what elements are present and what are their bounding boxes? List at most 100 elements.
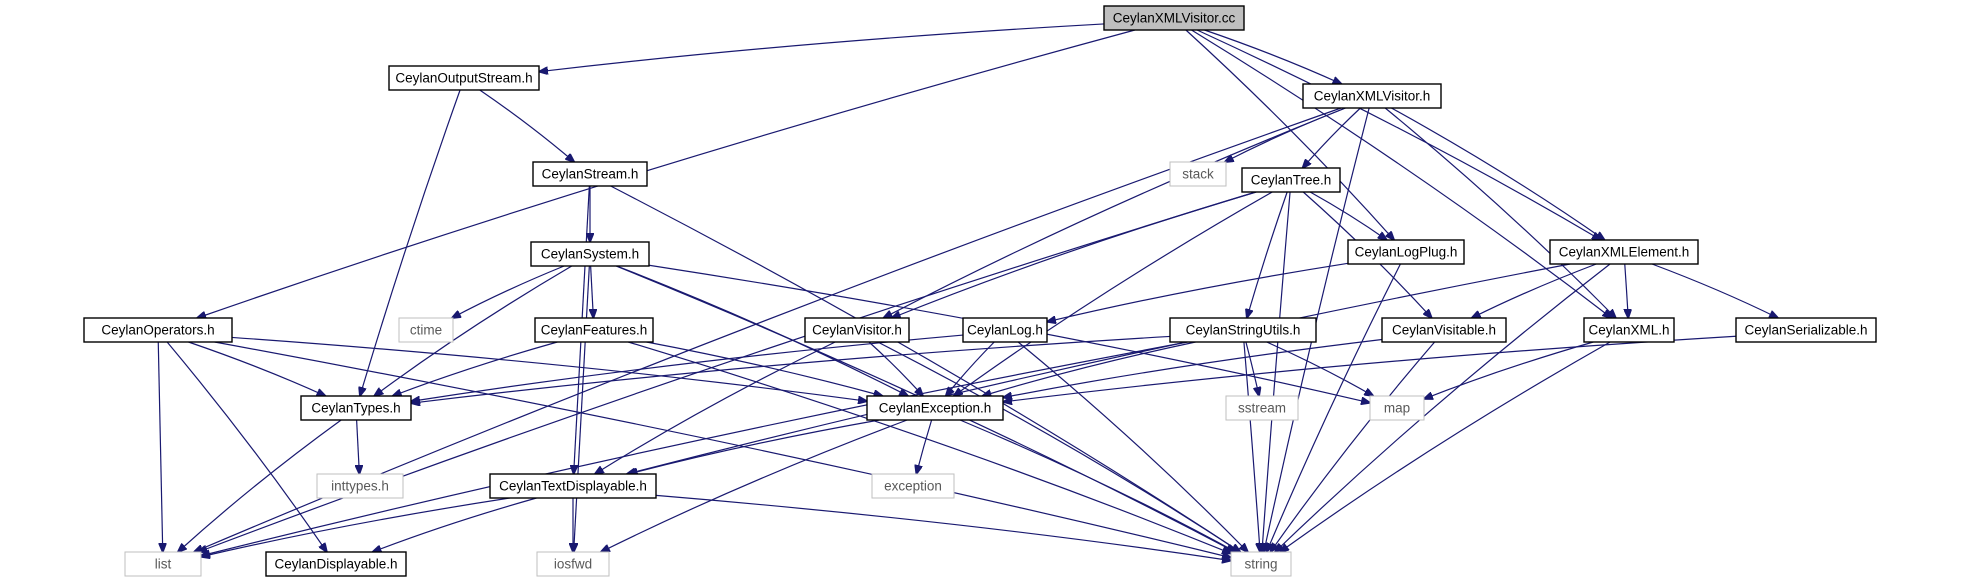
node-root[interactable]: CeylanXMLVisitor.cc — [1103, 5, 1245, 31]
edge-visitor-to-string — [877, 341, 1241, 552]
node-label-ctime: ctime — [410, 323, 442, 338]
edge-log-to-exception — [946, 341, 995, 396]
edge-xml-to-string — [1280, 341, 1611, 552]
edge-root-to-xmlelement — [1196, 29, 1601, 240]
edge-exception-to-iosfwd — [601, 419, 908, 552]
node-displayable[interactable]: CeylanDisplayable.h — [265, 551, 407, 577]
node-types[interactable]: CeylanTypes.h — [300, 395, 412, 421]
node-operators[interactable]: CeylanOperators.h — [83, 317, 233, 343]
node-inttypes: inttypes.h — [316, 473, 404, 499]
node-label-exception: CeylanException.h — [879, 401, 992, 416]
node-box-visitable — [1381, 317, 1507, 343]
node-label-visitor: CeylanVisitor.h — [812, 323, 902, 338]
node-tree[interactable]: CeylanTree.h — [1241, 167, 1341, 193]
edge-features-to-exception — [646, 341, 882, 396]
node-label-sstream: sstream — [1238, 401, 1286, 416]
edge-visitor-to-exception — [868, 341, 923, 396]
node-outputstream[interactable]: CeylanOutputStream.h — [388, 65, 540, 91]
edge-operators-to-types — [188, 341, 325, 396]
edge-visitor-to-textdisplayable — [595, 341, 836, 474]
node-stringutils[interactable]: CeylanStringUtils.h — [1169, 317, 1317, 343]
node-layer: CeylanXMLVisitor.ccCeylanOutputStream.hC… — [83, 5, 1877, 577]
node-box-xmlelement — [1549, 239, 1699, 265]
node-exception[interactable]: CeylanException.h — [866, 395, 1004, 421]
edge-xmlelement-to-string — [1275, 263, 1611, 552]
node-logplug[interactable]: CeylanLogPlug.h — [1347, 239, 1465, 265]
node-label-list: list — [155, 557, 172, 572]
node-serializable[interactable]: CeylanSerializable.h — [1735, 317, 1877, 343]
edge-log-to-types — [411, 334, 964, 401]
edge-xmlelement-to-textdisplayable — [627, 263, 1571, 474]
node-box-stream — [532, 161, 648, 187]
node-label-string: string — [1244, 557, 1277, 572]
edge-stream-to-string — [610, 185, 1241, 552]
edge-system-to-features — [591, 265, 594, 318]
edge-tree-to-exception — [954, 191, 1273, 396]
node-box-stack — [1169, 161, 1227, 187]
edge-log-to-string — [1017, 341, 1248, 552]
edge-root-to-xml — [1191, 29, 1612, 318]
edge-xmlelement-to-serializable — [1651, 263, 1778, 318]
node-ctime: ctime — [398, 317, 454, 343]
node-label-exceptionstd: exception — [884, 479, 942, 494]
edge-xmlelement-to-visitable — [1472, 263, 1597, 318]
edge-types-to-list — [178, 419, 342, 552]
node-label-inttypes: inttypes.h — [331, 479, 389, 494]
node-features[interactable]: CeylanFeatures.h — [534, 317, 654, 343]
node-xmlelement[interactable]: CeylanXMLElement.h — [1549, 239, 1699, 265]
node-string: string — [1230, 551, 1292, 577]
edge-visitable-to-string — [1270, 341, 1436, 552]
node-list: list — [124, 551, 202, 577]
node-label-map: map — [1384, 401, 1410, 416]
edge-serializable-to-exception — [1003, 335, 1737, 402]
node-label-log: CeylanLog.h — [967, 323, 1043, 338]
edge-xmlelement-to-xml — [1625, 263, 1628, 318]
node-box-stringutils — [1169, 317, 1317, 343]
node-box-exceptionstd — [871, 473, 955, 499]
node-box-root — [1103, 5, 1245, 31]
edge-system-to-ctime — [452, 265, 565, 318]
node-textdisplayable[interactable]: CeylanTextDisplayable.h — [489, 473, 657, 499]
node-box-xmlvisitor — [1302, 83, 1442, 109]
node-box-features — [534, 317, 654, 343]
node-box-outputstream — [388, 65, 540, 91]
node-box-ctime — [398, 317, 454, 343]
node-visitable[interactable]: CeylanVisitable.h — [1381, 317, 1507, 343]
edge-system-to-iosfwd — [574, 265, 590, 552]
node-xmlvisitor[interactable]: CeylanXMLVisitor.h — [1302, 83, 1442, 109]
edge-tree-to-visitor — [892, 191, 1257, 318]
node-system[interactable]: CeylanSystem.h — [530, 241, 650, 267]
node-visitor[interactable]: CeylanVisitor.h — [804, 317, 910, 343]
node-box-operators — [83, 317, 233, 343]
node-box-displayable — [265, 551, 407, 577]
node-label-features: CeylanFeatures.h — [541, 323, 648, 338]
node-iosfwd: iosfwd — [536, 551, 610, 577]
node-box-map — [1369, 395, 1425, 421]
node-label-xmlvisitor: CeylanXMLVisitor.h — [1314, 89, 1431, 104]
node-stream[interactable]: CeylanStream.h — [532, 161, 648, 187]
edge-types-to-inttypes — [357, 419, 360, 474]
edge-system-to-types — [374, 265, 573, 396]
edge-xmlvisitor-to-tree — [1303, 107, 1361, 168]
node-box-list — [124, 551, 202, 577]
edge-root-to-logplug — [1185, 29, 1394, 240]
edge-operators-to-displayable — [166, 341, 327, 552]
node-box-system — [530, 241, 650, 267]
node-stack: stack — [1169, 161, 1227, 187]
node-xml[interactable]: CeylanXML.h — [1583, 317, 1675, 343]
node-label-stack: stack — [1182, 167, 1214, 182]
node-map: map — [1369, 395, 1425, 421]
edge-xmlvisitor-to-visitor — [883, 107, 1346, 318]
edge-tree-to-logplug — [1309, 191, 1387, 240]
edge-xmlvisitor-to-xmlelement — [1391, 107, 1604, 240]
node-box-string — [1230, 551, 1292, 577]
edge-outputstream-to-types — [360, 89, 461, 396]
node-label-textdisplayable: CeylanTextDisplayable.h — [499, 479, 647, 494]
node-log[interactable]: CeylanLog.h — [962, 317, 1048, 343]
edge-operators-to-list — [157, 341, 162, 552]
node-box-inttypes — [316, 473, 404, 499]
edge-logplug-to-log — [1047, 262, 1349, 322]
edge-outputstream-to-stream — [479, 89, 575, 162]
node-label-displayable: CeylanDisplayable.h — [274, 557, 397, 572]
